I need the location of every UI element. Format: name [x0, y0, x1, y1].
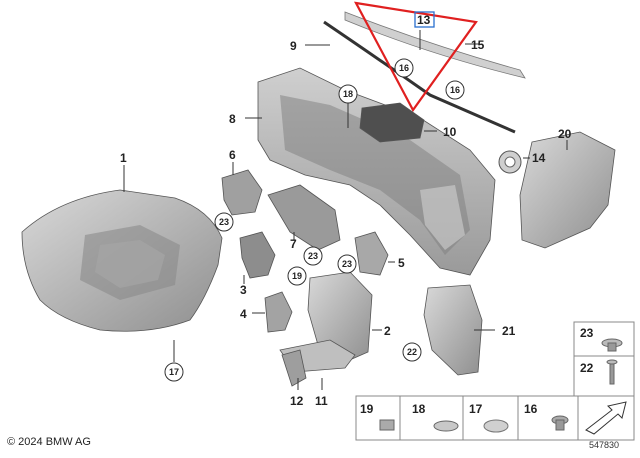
callout-4: 4 — [240, 307, 247, 321]
fastener-22-label: 22 — [580, 361, 594, 375]
callout-21: 21 — [502, 324, 516, 338]
circled-callout-23c: 23 — [337, 254, 357, 274]
callout-8: 8 — [229, 112, 236, 126]
svg-text:19: 19 — [292, 271, 302, 281]
callout-14: 14 — [532, 151, 546, 165]
engine-compartment-shield[interactable] — [21, 189, 223, 332]
circled-callout-16b: 16 — [445, 80, 465, 100]
callout-12: 12 — [290, 394, 304, 408]
callout-5: 5 — [398, 256, 405, 270]
svg-text:22: 22 — [407, 347, 417, 357]
circled-callout-23a: 23 — [214, 212, 234, 232]
svg-text:17: 17 — [169, 367, 179, 377]
insulation-part-21[interactable] — [423, 284, 483, 376]
bracket-3[interactable] — [239, 231, 276, 279]
callout-11: 11 — [315, 394, 328, 408]
circled-callout-16a: 16 — [394, 58, 414, 78]
copyright-notice: © 2024 BMW AG — [7, 436, 91, 448]
leader-lines — [123, 30, 568, 390]
svg-text:23: 23 — [342, 259, 352, 269]
callout-13-box — [414, 11, 435, 28]
fastener-17-label: 17 — [469, 402, 483, 416]
nut-19-icon — [379, 419, 395, 431]
bracket-12[interactable] — [281, 349, 307, 387]
diagram-code: 547830 — [589, 440, 620, 450]
callout-15: 15 — [471, 38, 485, 52]
callout-2: 2 — [384, 324, 391, 338]
clip-16-icon — [551, 415, 569, 431]
insulation-part-2[interactable] — [307, 271, 373, 363]
cover-strip[interactable] — [344, 11, 526, 79]
circled-callout-19: 19 — [287, 266, 307, 286]
svg-text:18: 18 — [343, 89, 353, 99]
clip-18-icon — [433, 420, 459, 432]
callout-20: 20 — [558, 127, 572, 141]
pin-22-icon — [606, 359, 618, 385]
fastener-16-label: 16 — [524, 402, 538, 416]
bracket-4[interactable] — [264, 291, 293, 333]
svg-text:23: 23 — [219, 217, 229, 227]
insulation-block[interactable] — [359, 102, 425, 143]
bracket-6[interactable] — [221, 169, 263, 216]
callout-10: 10 — [443, 125, 457, 139]
svg-text:23: 23 — [308, 251, 318, 261]
circled-callout-22: 22 — [402, 342, 422, 362]
circled-callout-18: 18 — [338, 84, 358, 104]
svg-text:16: 16 — [450, 85, 460, 95]
bracket-7[interactable] — [267, 184, 341, 251]
svg-text:16: 16 — [399, 63, 409, 73]
fastener-23-label: 23 — [580, 326, 594, 340]
plug-17-icon — [483, 419, 509, 433]
bracket-5[interactable] — [354, 231, 389, 276]
grommet-part[interactable] — [498, 150, 522, 174]
callout-1: 1 — [120, 151, 127, 165]
bulkhead-panel[interactable] — [257, 67, 496, 276]
fastener-table: 23 22 19 18 17 16 — [355, 321, 635, 441]
clip-23-icon — [601, 338, 623, 352]
side-insulation-panel[interactable] — [519, 131, 616, 249]
callout-7: 7 — [290, 237, 297, 251]
fastener-18-label: 18 — [412, 402, 426, 416]
circled-callout-17: 17 — [164, 362, 184, 382]
arrow-icon — [585, 401, 627, 435]
callout-13: 13 — [417, 13, 431, 27]
circled-callout-23b: 23 — [303, 246, 323, 266]
callout-3: 3 — [240, 283, 247, 297]
callout-9: 9 — [290, 39, 297, 53]
callout-6: 6 — [229, 148, 236, 162]
fastener-19-label: 19 — [360, 402, 374, 416]
